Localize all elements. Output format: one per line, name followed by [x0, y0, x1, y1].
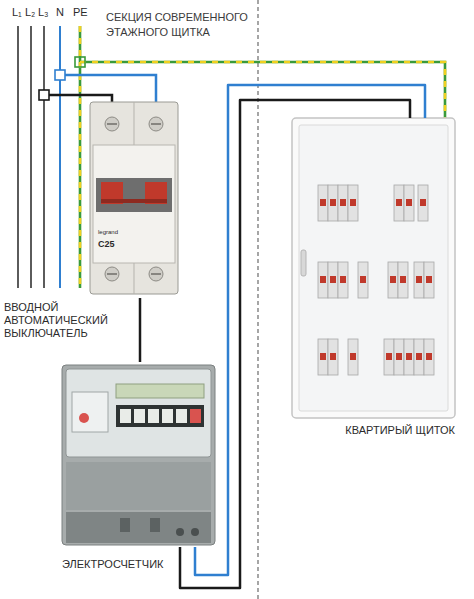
meter-box: ЭЛЕКТРОСЧЕТЧИК [62, 362, 215, 547]
earth-label: PE [73, 7, 88, 18]
electricity-meter [62, 365, 215, 545]
phase-label: L₂ [25, 7, 35, 18]
rating-label: C25 [98, 240, 115, 249]
component-label: ВВОДНОЙ АВТОМАТИЧЕСКИЙ ВЫКЛЮЧАТЕЛЬ [4, 301, 132, 341]
breaker-box: ВВОДНОЙ АВТОМАТИЧЕСКИЙ ВЫКЛЮЧАТЕЛЬ [88, 98, 180, 298]
brand-label: legrand [98, 229, 118, 235]
neutral-label: N [56, 7, 64, 18]
busbars [18, 26, 80, 288]
apartment-panel [292, 118, 455, 418]
circuit-breaker [90, 102, 178, 294]
component-label: ЭЛЕКТРОСЧЕТЧИК [62, 558, 164, 571]
phase-label: L₁ [12, 7, 22, 18]
wire [139, 298, 142, 362]
wire [180, 100, 410, 588]
section-divider [257, 0, 258, 599]
wire [195, 85, 425, 575]
feed-wires [39, 70, 156, 106]
component-label: КВАРТИРЫЙ ЩИТОК [345, 424, 455, 437]
section-title: СЕКЦИЯ СОВРЕМЕННОГО ЭТАЖНОГО ЩИТКА [106, 10, 256, 40]
phase-label: L₃ [38, 7, 49, 18]
panel-box: КВАРТИРЫЙ ЩИТОК [292, 118, 455, 418]
